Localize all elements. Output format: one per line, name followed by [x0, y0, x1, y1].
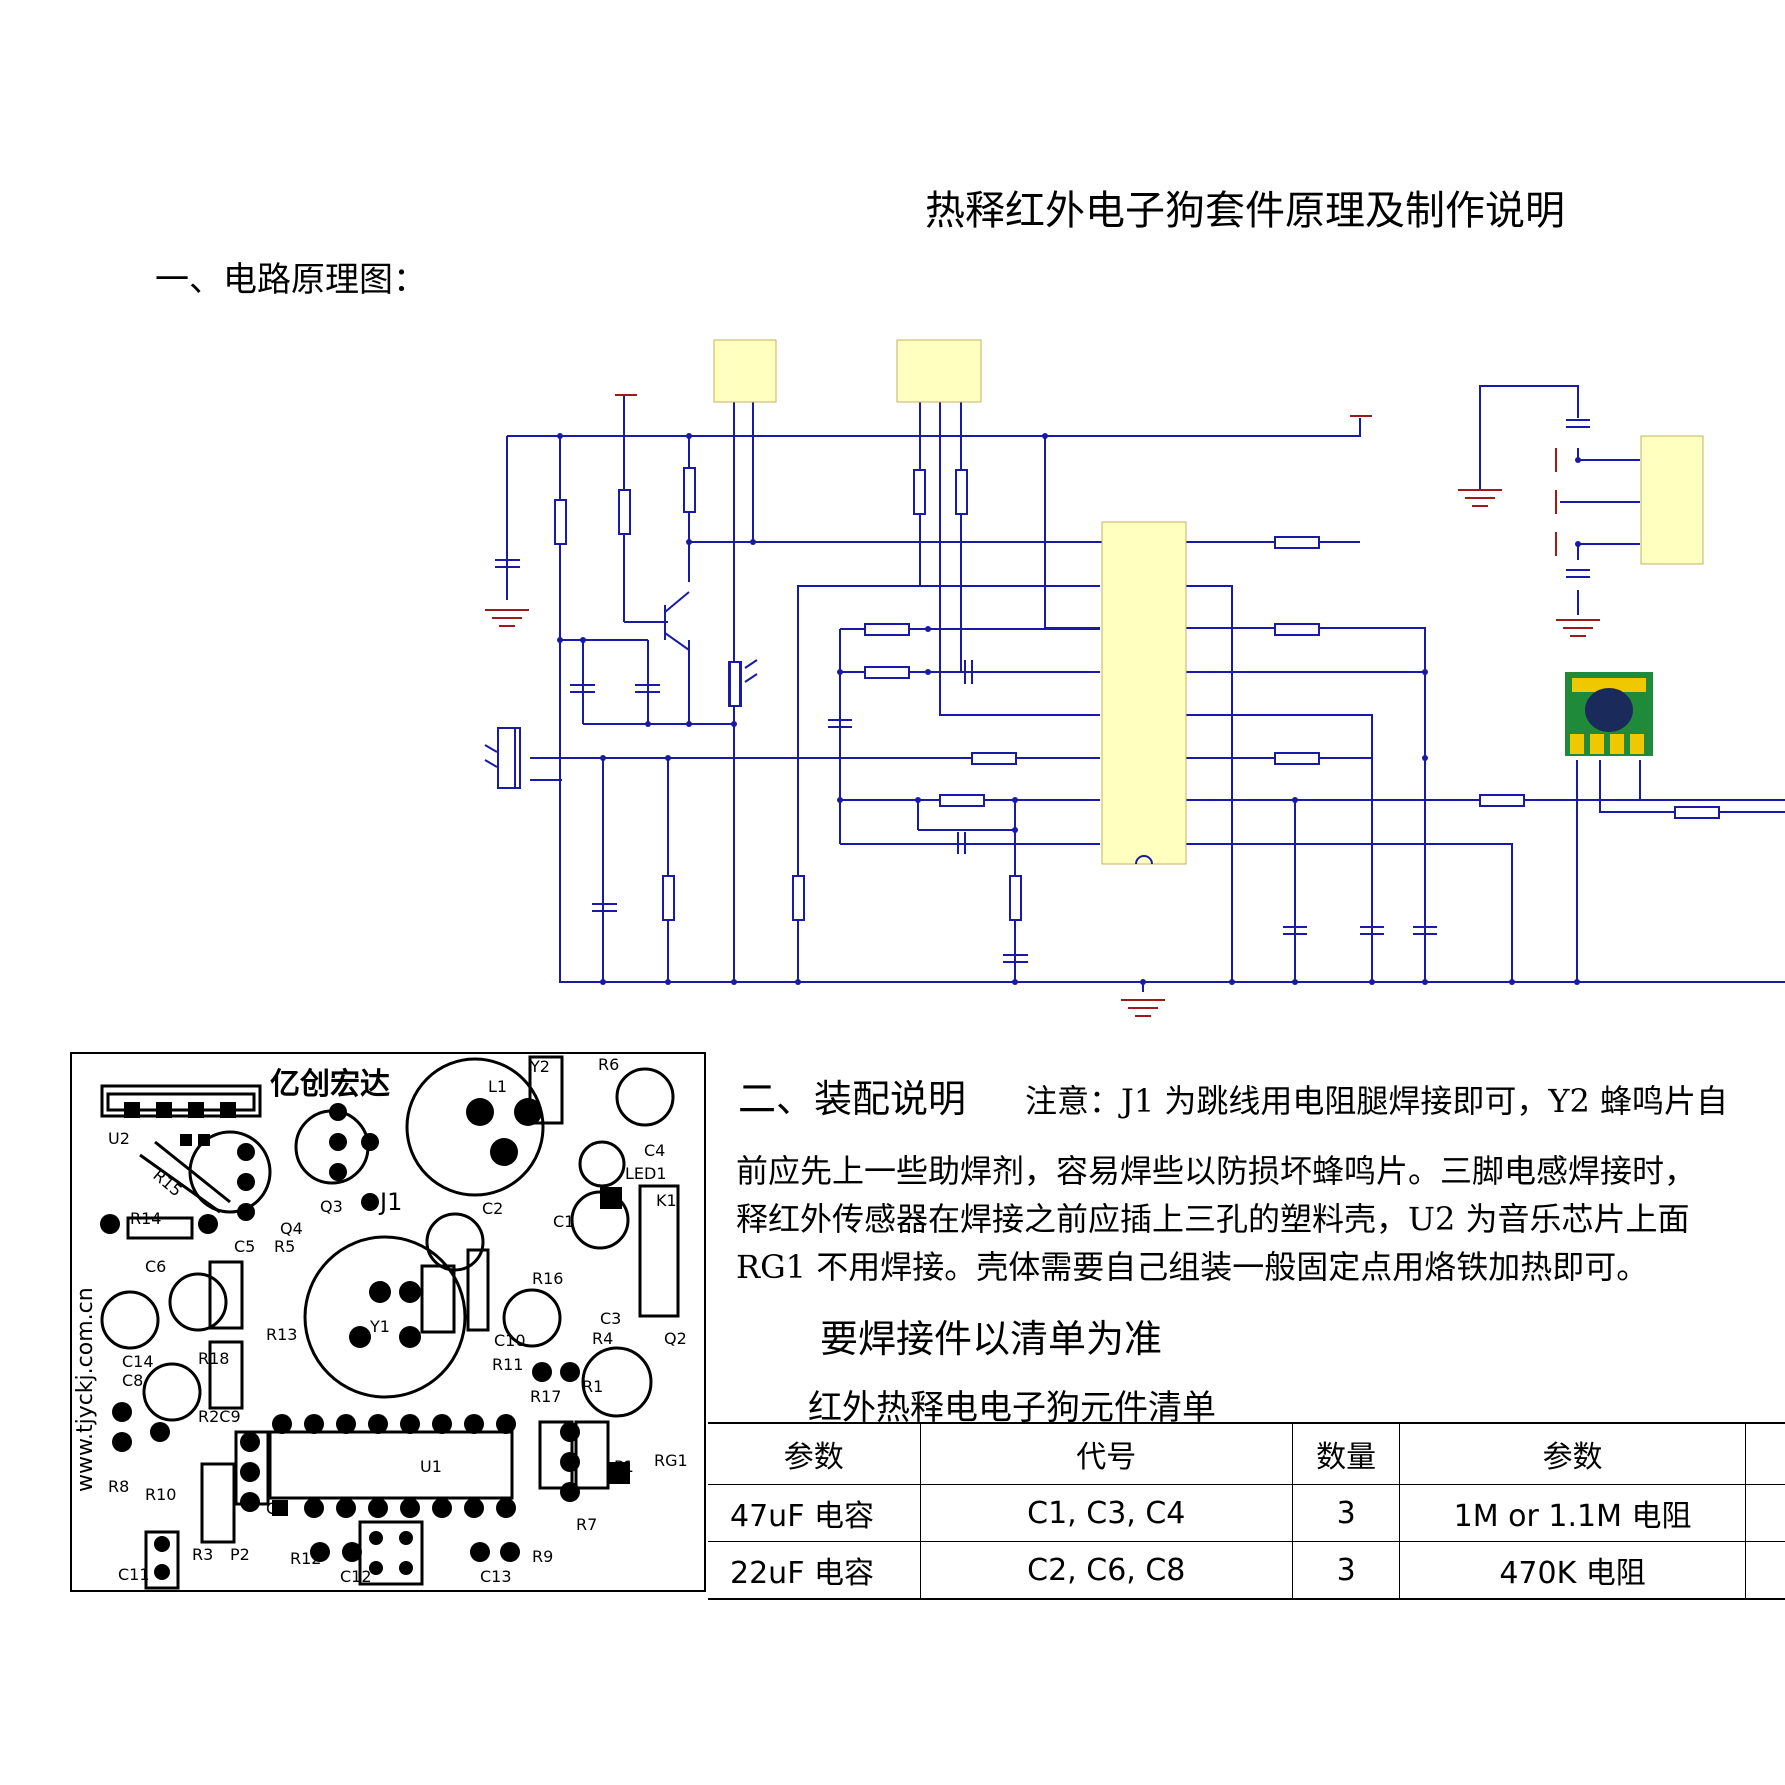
svg-text:K1: K1	[656, 1191, 677, 1210]
svg-text:R11: R11	[492, 1355, 523, 1374]
svg-text:R3: R3	[192, 1545, 213, 1564]
schematic-power-symbols	[485, 394, 1600, 1017]
svg-text:LED1: LED1	[625, 1164, 667, 1183]
svg-text:Q2: Q2	[664, 1329, 687, 1348]
bom-cell-qty: 3	[1291, 1541, 1401, 1600]
circuit-schematic	[484, 339, 1785, 1017]
bom-cell-qty: 3	[1291, 1484, 1401, 1542]
bom-header-qty: 数量	[1291, 1422, 1401, 1485]
svg-text:U2: U2	[108, 1129, 130, 1148]
bom-table: 参数 代号 数量 参数 47uF 电容 C1, C3, C4 3 1M or 1…	[708, 1422, 1785, 1600]
svg-text:R8: R8	[108, 1477, 129, 1496]
svg-text:C1: C1	[553, 1212, 574, 1231]
schematic-transistor	[624, 591, 690, 651]
svg-text:R4: R4	[592, 1329, 613, 1348]
bom-cell-param: 22uF 电容	[708, 1541, 921, 1600]
assembly-paragraph-line-2: 释红外传感器在焊接之前应插上三孔的塑料壳，U2 为音乐芯片上面	[736, 1200, 1690, 1238]
svg-text:C8: C8	[122, 1371, 143, 1390]
assembly-note: 注意：J1 为跳线用电阻腿焊接即可，Y2 蜂鸣片自	[1025, 1082, 1729, 1120]
svg-text:C4: C4	[644, 1141, 665, 1160]
assembly-paragraph-line-1: 前应先上一些助焊剂，容易焊些以防损坏蜂鸣片。三脚电感焊接时，	[736, 1152, 1697, 1190]
bom-header-param-2: 参数	[1399, 1422, 1746, 1485]
svg-text:R7: R7	[576, 1515, 597, 1534]
page-title: 热释红外电子狗套件原理及制作说明	[925, 188, 1565, 234]
svg-text:R5: R5	[274, 1237, 295, 1256]
svg-text:Y1: Y1	[369, 1317, 390, 1336]
section-heading-assembly: 二、装配说明	[738, 1077, 967, 1121]
bom-header-param: 参数	[708, 1422, 921, 1485]
svg-text:Y2: Y2	[529, 1057, 550, 1076]
table-row: 22uF 电容 C2, C6, C8 3 470K 电阻	[708, 1541, 1785, 1600]
pcb-website: www.tjyckj.com.cn	[73, 1287, 98, 1492]
music-chip-module	[1565, 672, 1653, 756]
svg-text:R9: R9	[532, 1547, 553, 1566]
bom-cell-overflow	[1744, 1484, 1785, 1542]
svg-text:R6: R6	[598, 1055, 619, 1074]
svg-text:C13: C13	[480, 1567, 512, 1586]
bom-header-row: 参数 代号 数量 参数	[708, 1422, 1785, 1485]
svg-text:J1: J1	[378, 1188, 402, 1216]
svg-text:C5: C5	[234, 1237, 255, 1256]
bom-header-code: 代号	[919, 1422, 1293, 1485]
section-heading-schematic: 一、电路原理图：	[155, 260, 427, 300]
svg-text:U1: U1	[420, 1457, 442, 1476]
bom-cell-param: 47uF 电容	[708, 1484, 921, 1542]
svg-text:C3: C3	[600, 1309, 621, 1328]
svg-text:Q4: Q4	[280, 1219, 303, 1238]
svg-text:C6: C6	[145, 1257, 166, 1276]
schematic-capacitors	[495, 419, 1590, 963]
svg-text:C12: C12	[340, 1567, 372, 1586]
svg-text:C2: C2	[482, 1199, 503, 1218]
schematic-chips	[713, 339, 1704, 865]
bom-cell-code: C2, C6, C8	[919, 1541, 1293, 1600]
svg-text:L1: L1	[488, 1077, 507, 1096]
schematic-wires	[506, 360, 1785, 992]
svg-text:R18: R18	[198, 1349, 229, 1368]
pcb-silkscreen: 亿创宏达 www.tjyckj.com.cn U2 R15 R14 C6 C14…	[70, 1052, 706, 1592]
pcb-brand: 亿创宏达	[270, 1067, 390, 1102]
bom-table-title: 红外热释电电子狗元件清单	[808, 1388, 1216, 1428]
assembly-paragraph-line-3: RG1 不用焊接。壳体需要自己组装一般固定点用烙铁加热即可。	[736, 1248, 1649, 1286]
bom-cell-param-2: 1M or 1.1M 电阻	[1399, 1484, 1746, 1542]
bom-header-overflow	[1744, 1422, 1785, 1485]
schematic-junctions	[557, 433, 1581, 985]
table-row: 47uF 电容 C1, C3, C4 3 1M or 1.1M 电阻	[708, 1484, 1785, 1542]
svg-text:R2C9: R2C9	[198, 1407, 241, 1426]
svg-text:RG1: RG1	[654, 1451, 688, 1470]
svg-text:C10: C10	[494, 1331, 526, 1350]
svg-text:R10: R10	[145, 1485, 176, 1504]
schematic-ir-sensor	[484, 659, 758, 789]
svg-text:P2: P2	[230, 1545, 250, 1564]
svg-text:R1: R1	[582, 1377, 603, 1396]
svg-text:R13: R13	[266, 1325, 297, 1344]
schematic-resistors	[554, 467, 1720, 921]
svg-text:C11: C11	[118, 1565, 150, 1584]
svg-text:R16: R16	[532, 1269, 563, 1288]
svg-text:Q3: Q3	[320, 1197, 343, 1216]
svg-text:C14: C14	[122, 1352, 154, 1371]
checklist-heading: 要焊接件以清单为准	[820, 1317, 1163, 1361]
bom-cell-param-2: 470K 电阻	[1399, 1541, 1746, 1600]
bom-cell-overflow	[1744, 1541, 1785, 1600]
svg-text:R17: R17	[530, 1387, 561, 1406]
pcb-pads	[100, 1098, 630, 1580]
bom-cell-code: C1, C3, C4	[919, 1484, 1293, 1542]
